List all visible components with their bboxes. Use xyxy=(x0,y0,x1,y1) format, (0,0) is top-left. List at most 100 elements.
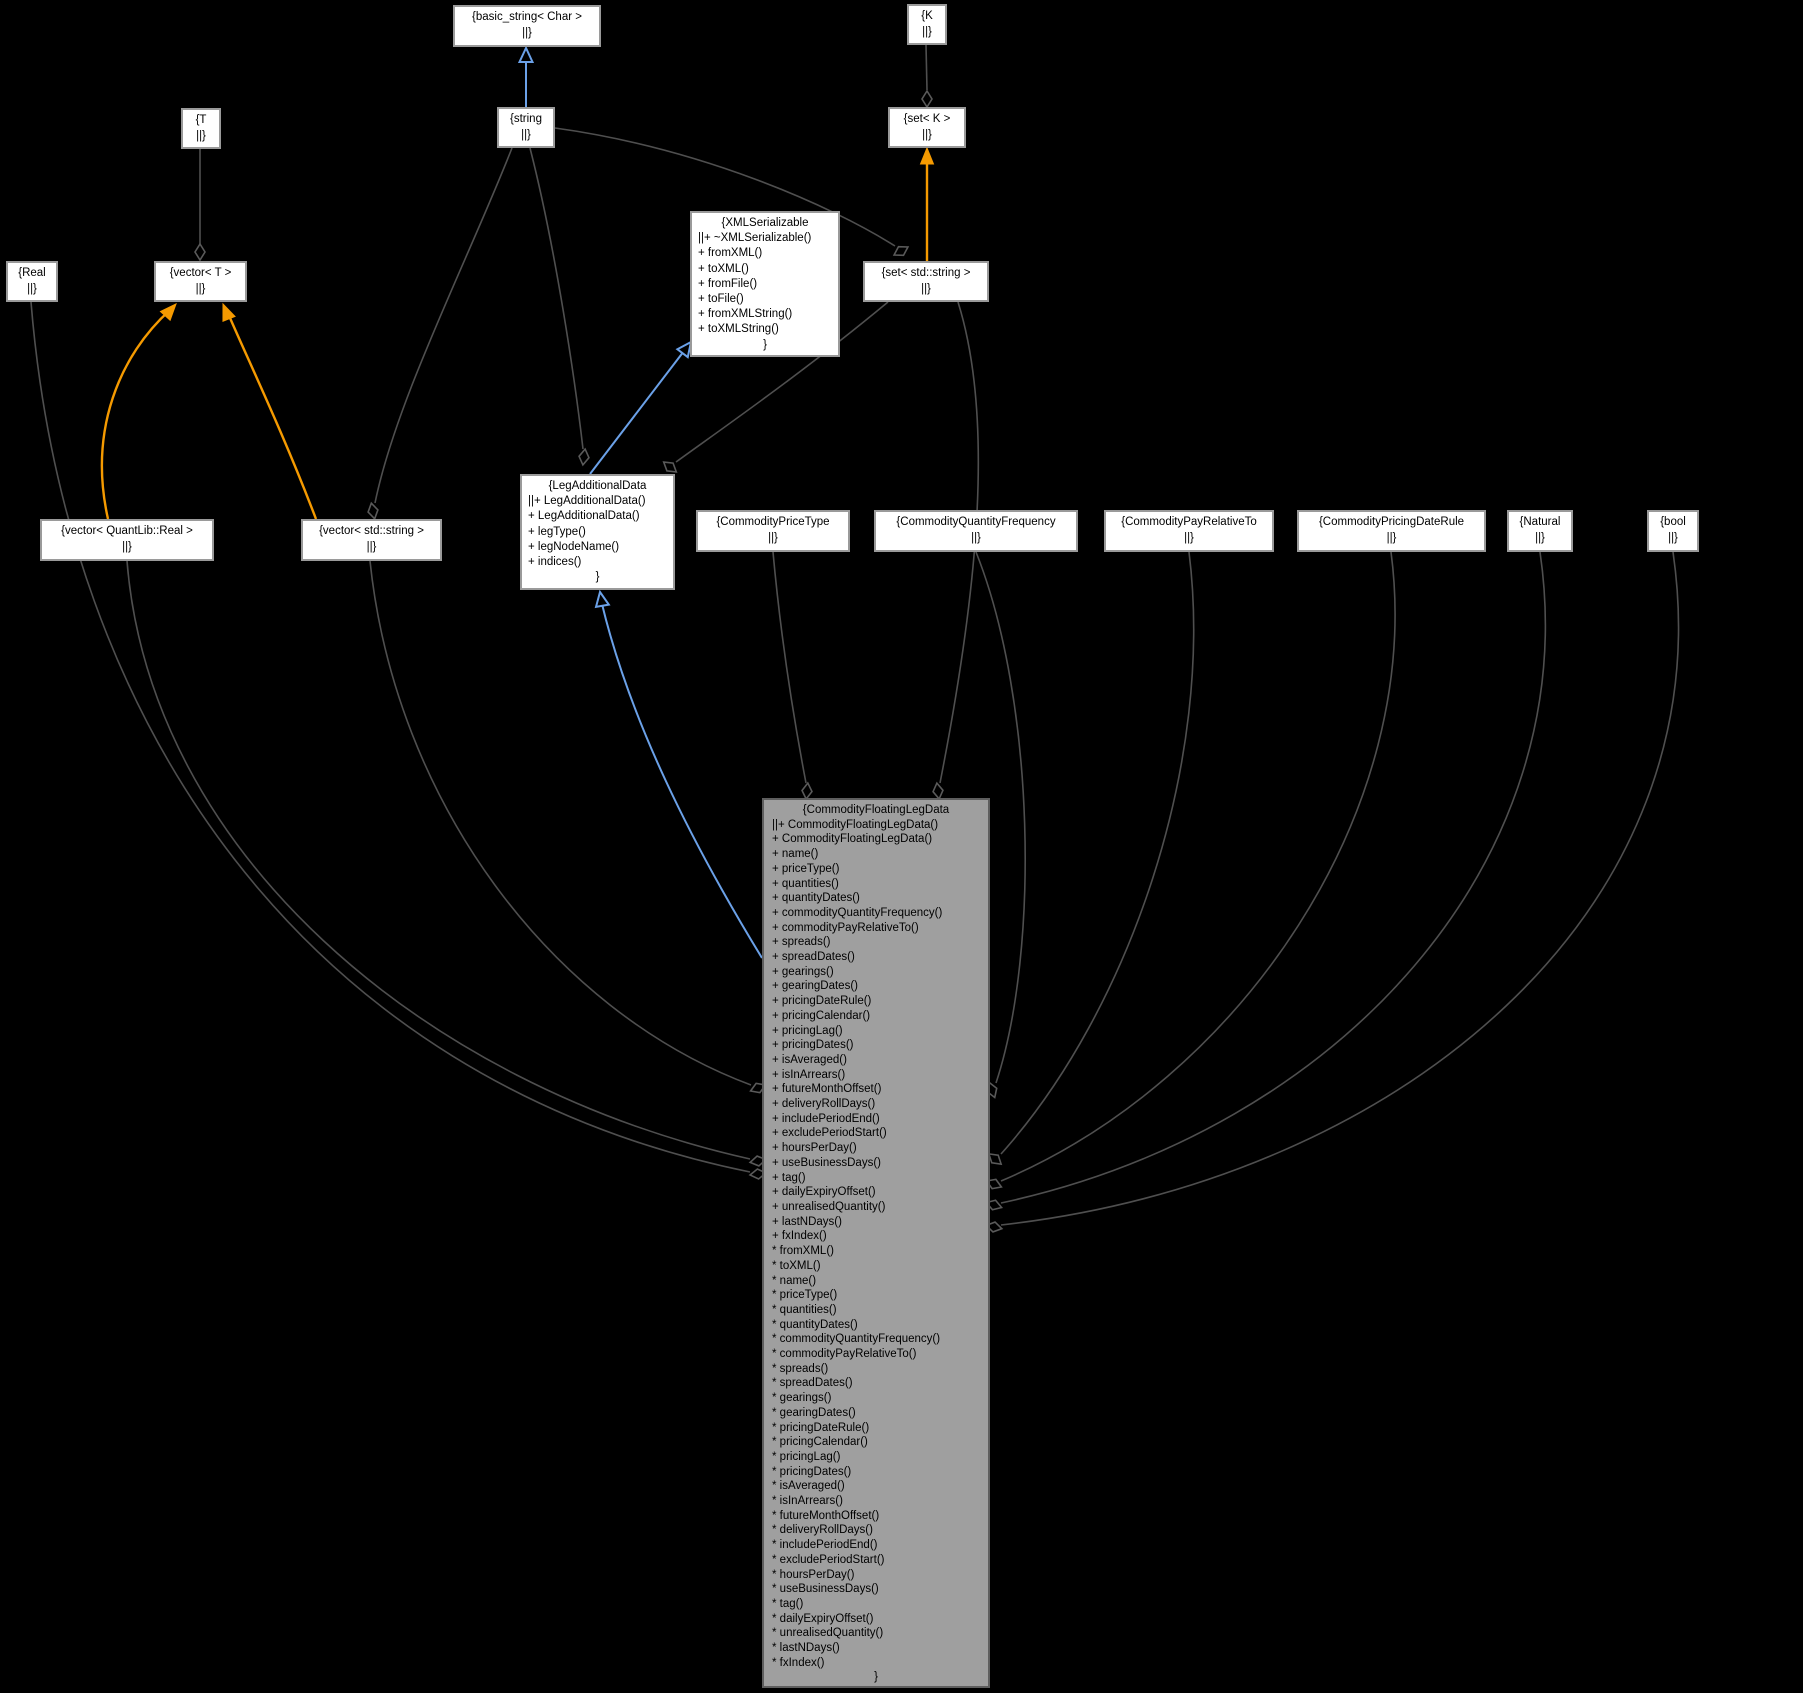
node-line: + spreadDates() xyxy=(772,951,855,964)
node-line: } xyxy=(595,571,600,584)
node-commodity-pricing-date-rule[interactable]: {CommodityPricingDateRule||} xyxy=(1297,510,1486,552)
node-line: * name() xyxy=(772,1274,817,1287)
node-line: + toFile() xyxy=(698,293,744,306)
node-line: + legNodeName() xyxy=(528,540,620,553)
node-line: + gearingDates() xyxy=(772,980,858,993)
node-line: ||} xyxy=(366,541,377,553)
edge-real-to-main xyxy=(30,301,751,1173)
node-line: + gearings() xyxy=(772,965,834,978)
edge-leg-additional-data-inherits-xml-serializable xyxy=(589,350,685,475)
node-line: {T xyxy=(195,114,207,126)
node-line: + priceType() xyxy=(772,862,840,875)
node-line: * spreadDates() xyxy=(772,1377,853,1390)
node-line: * commodityQuantityFrequency() xyxy=(772,1333,941,1346)
node-line: ||} xyxy=(522,27,532,39)
node-line: + fromXML() xyxy=(698,247,763,260)
node-string[interactable]: {string||} xyxy=(497,107,555,148)
node-t[interactable]: {T ||} xyxy=(181,108,221,149)
node-line: } xyxy=(874,1671,878,1684)
node-line: * futureMonthOffset() xyxy=(772,1509,880,1522)
node-line: * toXML() xyxy=(772,1259,821,1272)
node-real[interactable]: {Real||} xyxy=(6,261,58,302)
node-line: * commodityPayRelativeTo() xyxy=(772,1348,917,1361)
node-line: + includePeriodEnd() xyxy=(772,1112,880,1125)
node-line: ||} xyxy=(122,541,132,553)
node-line: ||+ CommodityFloatingLegData() xyxy=(772,818,939,831)
node-line: ||+ LegAdditionalData() xyxy=(528,495,646,508)
node-line: + lastNDays() xyxy=(772,1215,842,1228)
node-line: + toXML() xyxy=(698,262,749,275)
node-line: * gearings() xyxy=(772,1392,832,1405)
node-line: * quantities() xyxy=(772,1303,837,1316)
node-line: * dailyExpiryOffset() xyxy=(772,1612,874,1625)
edge-k-to-set-k xyxy=(925,44,928,91)
node-line: * pricingCalendar() xyxy=(772,1436,868,1449)
node-line: * quantityDates() xyxy=(772,1318,858,1331)
edge-vector-std-string-to-main xyxy=(369,560,752,1086)
node-line: + quantities() xyxy=(772,877,839,890)
node-commodity-floating-leg-data[interactable]: {CommodityFloatingLegData||+ CommodityFl… xyxy=(762,798,990,1688)
node-line: {CommodityQuantityFrequency xyxy=(896,516,1056,528)
node-line: ||} xyxy=(195,283,206,295)
node-line: + pricingCalendar() xyxy=(772,1009,871,1022)
node-line: ||} xyxy=(1184,532,1194,544)
node-set-std-string[interactable]: {set< std::string >||} xyxy=(863,261,989,302)
edge-string-to-leg-additional-data xyxy=(529,147,584,450)
node-leg-additional-data[interactable]: {LegAdditionalData||+ LegAdditionalData(… xyxy=(520,474,675,590)
node-line: ||} xyxy=(971,532,981,544)
edge-vector-quantlib-real-to-main xyxy=(126,560,751,1160)
node-line: + commodityPayRelativeTo() xyxy=(772,921,919,934)
node-line: * lastNDays() xyxy=(772,1642,840,1655)
node-line: + useBusinessDays() xyxy=(772,1156,881,1169)
node-line: * pricingDates() xyxy=(772,1465,852,1478)
node-line: * useBusinessDays() xyxy=(772,1583,879,1596)
node-bool[interactable]: {bool ||} xyxy=(1647,510,1699,552)
node-natural[interactable]: {Natural||} xyxy=(1507,510,1573,552)
node-line: + hoursPerDay() xyxy=(772,1142,857,1155)
node-line: {set< K > xyxy=(903,113,951,125)
node-xml-serializable[interactable]: {XMLSerializable||+ ~XMLSerializable()+ … xyxy=(690,211,840,357)
edge-commodity-quantity-frequency-to-main xyxy=(975,551,1026,1084)
node-set-k[interactable]: {set< K > ||} xyxy=(888,107,966,148)
node-line: + excludePeriodStart() xyxy=(772,1127,887,1140)
node-line: {CommodityPriceType xyxy=(716,516,830,528)
node-line: + pricingDates() xyxy=(772,1039,854,1052)
node-line: * pricingLag() xyxy=(772,1450,841,1463)
node-line: ||} xyxy=(1668,532,1678,544)
node-k[interactable]: {K ||} xyxy=(907,4,947,45)
node-vector-quantlib-real[interactable]: {vector< QuantLib::Real >||} xyxy=(40,519,214,561)
node-line: ||} xyxy=(922,129,932,141)
node-line: ||} xyxy=(1386,532,1397,544)
node-line: + legType() xyxy=(528,525,586,538)
node-line: {string xyxy=(510,113,542,125)
node-commodity-quantity-frequency[interactable]: {CommodityQuantityFrequency ||} xyxy=(874,510,1078,552)
node-commodity-price-type[interactable]: {CommodityPriceType ||} xyxy=(696,510,850,552)
node-line: + fromFile() xyxy=(698,277,758,290)
edge-commodity-pricing-date-rule-to-main xyxy=(1000,551,1396,1182)
node-commodity-pay-relative-to[interactable]: {CommodityPayRelativeTo||} xyxy=(1104,510,1274,552)
node-line: + LegAdditionalData() xyxy=(528,510,640,523)
node-line: * fromXML() xyxy=(772,1245,834,1258)
edge-natural-to-main xyxy=(1000,551,1546,1204)
node-line: + quantityDates() xyxy=(772,892,860,905)
node-line: {bool xyxy=(1660,516,1686,528)
node-line: * isAveraged() xyxy=(772,1480,845,1493)
node-line: {K xyxy=(921,10,933,22)
node-line: * gearingDates() xyxy=(772,1406,856,1419)
node-line: ||} xyxy=(922,26,932,38)
node-vector-t[interactable]: {vector< T >||} xyxy=(154,261,247,302)
node-line: * tag() xyxy=(772,1597,804,1610)
node-line: ||} xyxy=(196,130,206,142)
node-line: + name() xyxy=(772,848,819,861)
node-line: + unrealisedQuantity() xyxy=(772,1200,886,1213)
node-line: + CommodityFloatingLegData() xyxy=(772,833,933,846)
node-line: + spreads() xyxy=(772,936,831,949)
node-basic-string-char[interactable]: {basic_string< Char >||} xyxy=(453,5,601,47)
edge-string-to-set-std-string xyxy=(554,127,896,247)
node-line: * unrealisedQuantity() xyxy=(772,1627,884,1640)
node-vector-std-string[interactable]: {vector< std::string >||} xyxy=(301,519,442,561)
edge-vector-std-string-template-vector-t xyxy=(225,310,318,520)
node-line: ||} xyxy=(768,532,778,544)
edge-set-std-string-to-leg-additional-data xyxy=(675,301,889,463)
